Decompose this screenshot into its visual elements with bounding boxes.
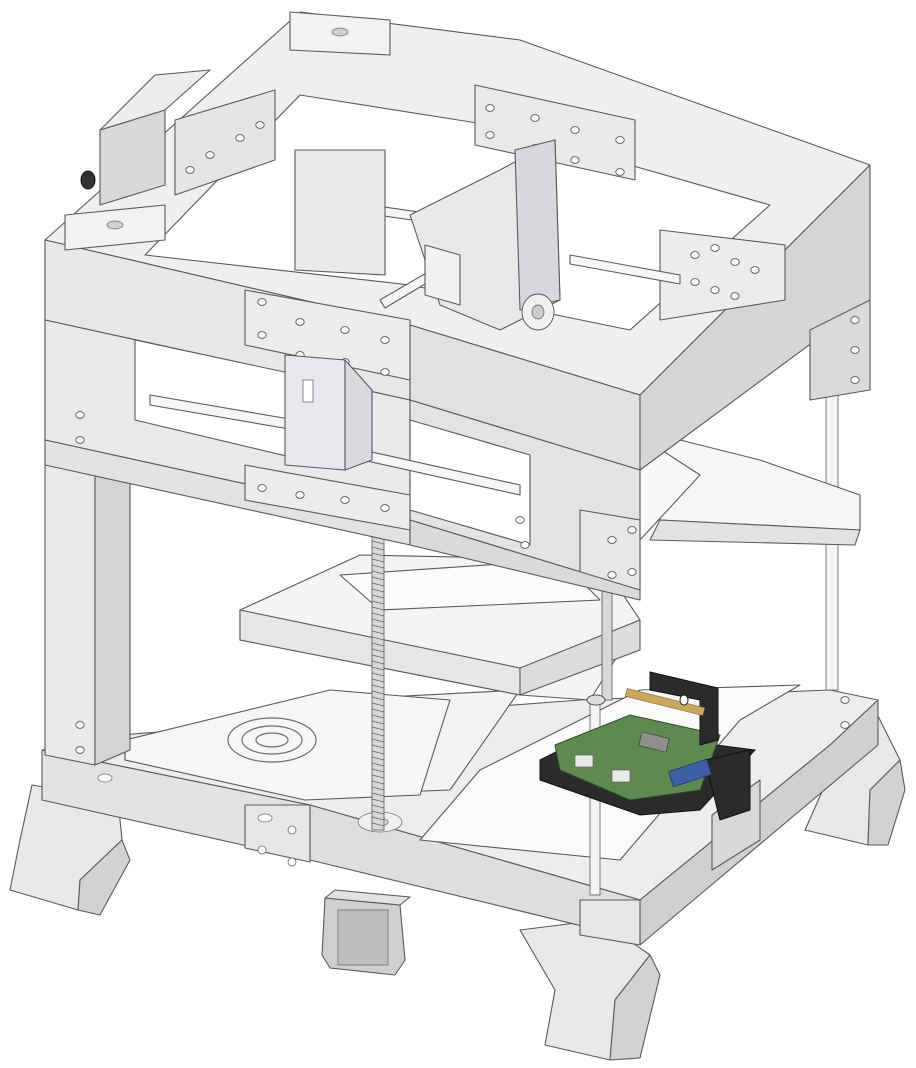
stepper-motor-x — [80, 69, 211, 206]
foot-front — [519, 919, 661, 1061]
x-carriage — [284, 354, 373, 471]
base-frame — [41, 684, 879, 946]
stepper-motor-z — [321, 889, 411, 976]
upper-frame — [44, 11, 871, 766]
foot-left — [9, 784, 131, 916]
horizontal-rods — [149, 204, 681, 496]
extruder-head — [294, 139, 561, 331]
z-carriage — [239, 554, 641, 701]
lead-screw-icon — [371, 529, 613, 831]
controller-board-icon — [539, 671, 757, 821]
fan-grille-icon — [227, 717, 317, 763]
bed-plate — [124, 689, 451, 801]
